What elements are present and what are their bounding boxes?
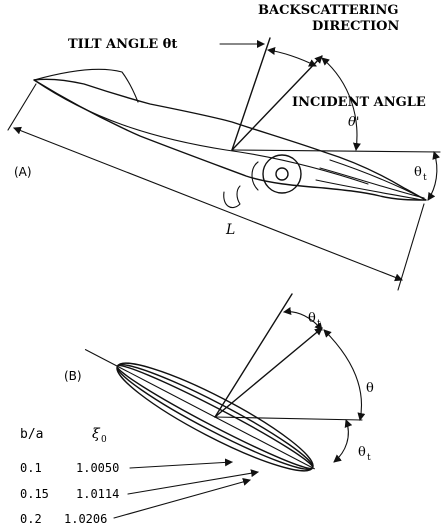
backscatter-direction-arrow [231, 55, 323, 151]
svg-text:t: t [367, 453, 371, 463]
spheroid-tilt-arc-bottom [333, 419, 353, 463]
backscatter-label-line2: DIRECTION [312, 19, 399, 34]
panel-a-label: (A) [14, 165, 32, 179]
svg-text:1.0206: 1.0206 [64, 512, 107, 526]
tilt-angle-arc [267, 47, 317, 67]
squid-eye-outer [262, 154, 302, 194]
panel-b-label: (B) [64, 369, 82, 383]
squid-eye-arc [251, 161, 259, 191]
table-header-xi: ξ 0 [92, 426, 107, 445]
body-normal-line [231, 37, 271, 151]
length-ext-right [397, 203, 425, 291]
theta-arc [323, 329, 366, 421]
svg-text:θ: θ [358, 445, 366, 460]
tail-theta-t-label: θ t [414, 165, 427, 183]
spheroid-group [84, 349, 315, 472]
svg-text:t: t [423, 173, 427, 183]
svg-text:0.2: 0.2 [20, 512, 42, 526]
table-row: 0.2 1.0206 [20, 512, 107, 526]
panel-b: (B) θ t θ θ t b/a ξ 0 0.1 1.0050 0.15 1.… [20, 293, 374, 526]
svg-text:t: t [317, 319, 321, 329]
backscatter-label-line1: BACKSCATTERING [258, 3, 399, 18]
squid-funnel [223, 185, 241, 209]
svg-text:ξ: ξ [92, 426, 101, 442]
svg-text:0: 0 [101, 435, 107, 445]
theta-label: θ [366, 381, 374, 396]
table-row: 0.15 1.0114 [20, 487, 119, 501]
spheroid-theta-t-top-label: θ t [308, 311, 321, 329]
table-header-ratio: b/a [20, 427, 43, 442]
incident-direction-arrow [214, 327, 323, 418]
svg-text:1.0114: 1.0114 [76, 487, 119, 501]
spheroid-ba-0.2 [116, 362, 314, 472]
svg-text:0.1: 0.1 [20, 461, 42, 475]
theta-prime-label: θ' [348, 115, 359, 130]
length-ext-left [7, 83, 37, 131]
tail-tilt-arc [427, 151, 441, 201]
leader-row-3 [113, 478, 251, 519]
incident-angle-label: INCIDENT ANGLE [292, 95, 426, 110]
svg-text:1.0050: 1.0050 [76, 461, 119, 475]
spheroid-theta-t-bottom-label: θ t [358, 445, 371, 463]
svg-text:0.15: 0.15 [20, 487, 49, 501]
length-dimension-line [13, 126, 403, 282]
svg-text:θ: θ [308, 311, 316, 326]
spheroid-tilt-arc-top [283, 307, 323, 331]
spheroid-major-axis [84, 349, 315, 470]
tilt-angle-label: TILT ANGLE θt [68, 37, 177, 52]
length-label: L [225, 222, 235, 238]
leader-row-2 [127, 469, 259, 495]
incident-angle-arc [321, 57, 361, 151]
svg-text:θ: θ [414, 165, 422, 180]
panel-a: TILT ANGLE θt BACKSCATTERING DIRECTION I… [7, 3, 441, 291]
squid-eye-inner [275, 167, 289, 181]
table-row: 0.1 1.0050 [20, 461, 119, 475]
spheroid-normal-line [214, 293, 293, 418]
horizontal-reference [231, 149, 441, 153]
squid-fin [33, 68, 139, 103]
leader-row-1 [129, 458, 233, 469]
